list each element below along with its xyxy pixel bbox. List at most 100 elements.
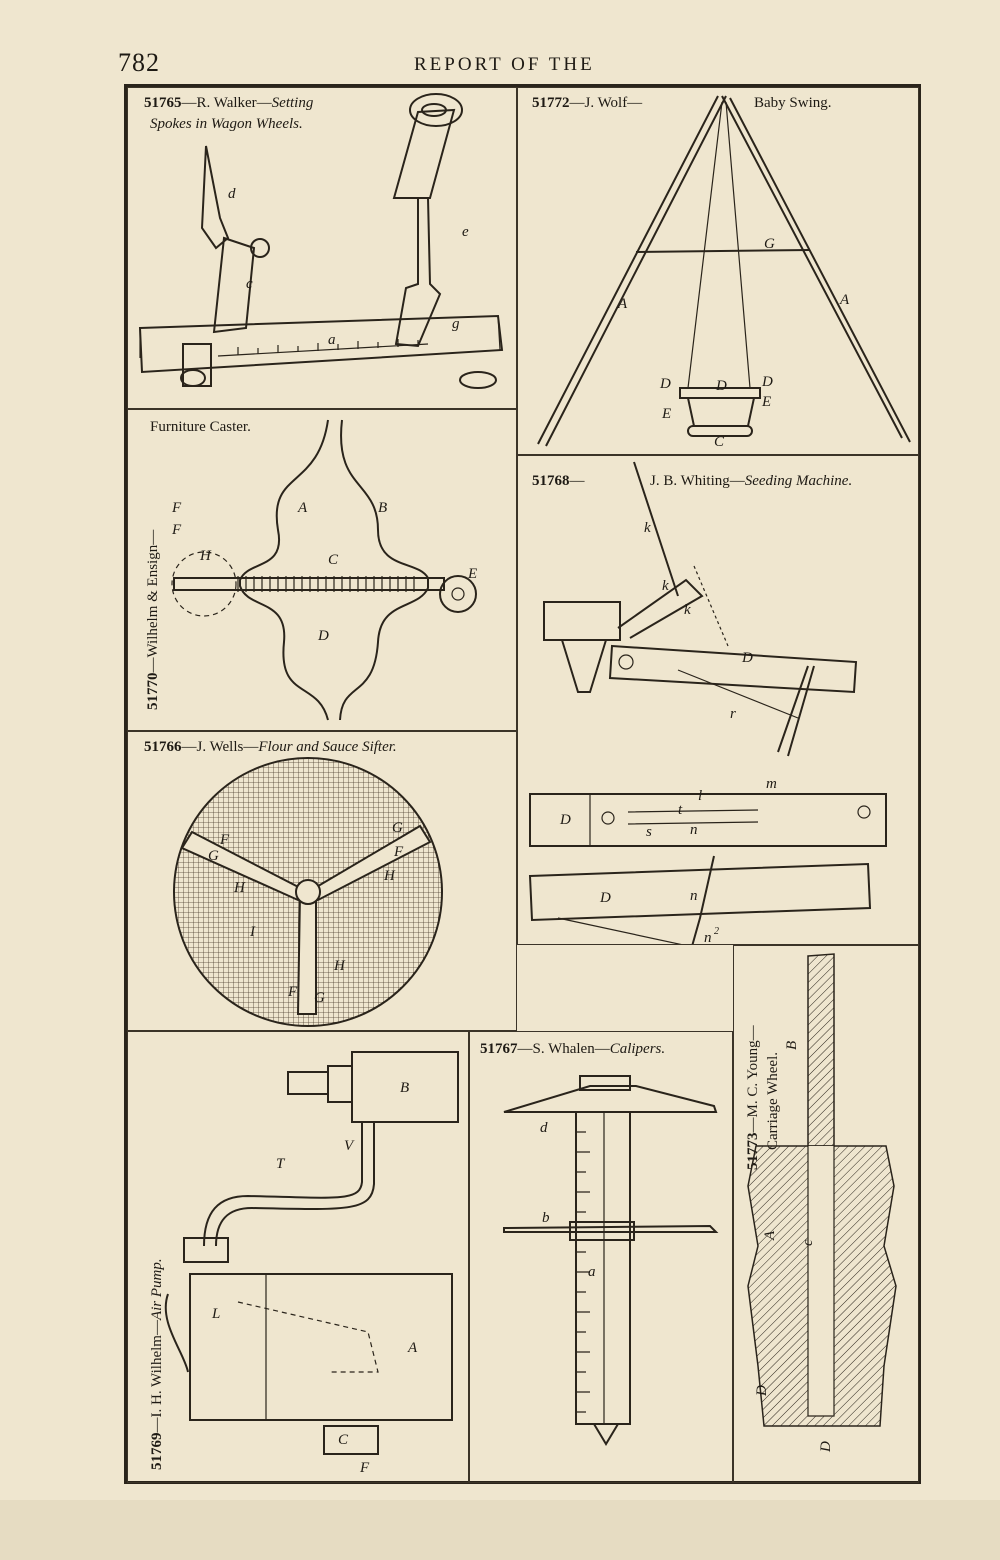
label-E-left: E [661, 406, 671, 422]
label-F-left: F [219, 832, 230, 848]
label-F-1: F [171, 500, 182, 516]
panel-wilhelm-air-pump: 51769—I. H. Wilhelm—Air Pump. B T V L A … [127, 1031, 469, 1483]
caption-whalen: 51767—S. Whalen—Calipers. [480, 1040, 665, 1059]
label-E: E [467, 566, 477, 582]
caster-drawing: A B C D E F F H [171, 419, 477, 721]
page-header: 782 REPORT OF THE [0, 44, 1000, 84]
patent-number: 51768 [532, 473, 570, 489]
label-G-right: G [392, 820, 403, 836]
title: Furniture Caster. [150, 419, 251, 435]
wolf-drawing: G A A D D D E E C [537, 95, 911, 450]
label-k-2: k [644, 520, 651, 536]
title-continued: Spokes in Wagon Wheels. [150, 116, 303, 132]
title: Calipers. [609, 1041, 666, 1057]
inventor: —J. Wells— [181, 739, 259, 755]
inventor: J. B. Whiting— [650, 473, 745, 489]
panel-whiting-seeding-machine: 51768— J. B. Whiting—Seeding Machine. k … [517, 455, 919, 945]
patent-number: 51766 [144, 739, 182, 755]
caption-walker-line2: Spokes in Wagon Wheels. [150, 115, 303, 134]
panel-whalen-calipers: 51767—S. Whalen—Calipers. d b a [469, 1031, 733, 1483]
label-A-left: A [617, 296, 628, 312]
label-n-bottom: n [690, 888, 698, 904]
label-D-top: D [741, 650, 753, 666]
patent-number: 51767 [480, 1041, 518, 1057]
label-b: b [542, 1210, 550, 1226]
label-C: C [328, 552, 339, 568]
label-A: A [407, 1340, 418, 1356]
label-l: l [698, 788, 702, 804]
panel-wells-flour-sifter: 51766—J. Wells—Flour and Sauce Sifter. F… [127, 731, 517, 1031]
label-T: T [276, 1156, 286, 1172]
label-k-1: k [662, 578, 669, 594]
label-B: B [400, 1080, 409, 1096]
label-B: B [378, 500, 387, 516]
label-k: k [684, 602, 691, 618]
label-F-2: F [171, 522, 182, 538]
caption-caster-title: Furniture Caster. [150, 418, 251, 437]
label-A: A [762, 1230, 778, 1241]
walker-drawing: d c e g a [138, 93, 504, 389]
label-d: d [540, 1120, 548, 1136]
label-r: r [730, 706, 736, 722]
title: Baby Swing. [754, 95, 832, 111]
label-n-mid: n [690, 822, 698, 838]
whalen-drawing: d b a [503, 1075, 719, 1446]
label-c: c [800, 1239, 816, 1246]
label-C: C [714, 434, 725, 450]
inventor: —R. Walker— [181, 95, 272, 111]
label-c: c [246, 276, 253, 292]
label-D-mid: D [715, 378, 727, 394]
label-B: B [784, 1041, 800, 1050]
label-s: s [646, 824, 652, 840]
label-V: V [344, 1138, 355, 1154]
wilhelm-drawing: B T V L A C F [164, 1051, 459, 1476]
page-margin [0, 1500, 1000, 1560]
title: Flour and Sauce Sifter. [258, 739, 397, 755]
caption-wolf-title: Baby Swing. [754, 94, 832, 113]
label-H-left: H [233, 880, 246, 896]
label-H: H [199, 548, 212, 564]
label-D: D [317, 628, 329, 644]
label-G: G [764, 236, 775, 252]
label-F-bottom: F [287, 984, 298, 1000]
patent-number: 51772 [532, 95, 570, 111]
label-E-right: E [761, 394, 771, 410]
caption-walker: 51765—R. Walker—Setting [144, 94, 313, 113]
label-D-bottom: D [599, 890, 611, 906]
label-d: d [228, 186, 236, 202]
caption-whiting: 51768— [532, 472, 585, 491]
caption-wells: 51766—J. Wells—Flour and Sauce Sifter. [144, 738, 397, 757]
label-e: e [462, 224, 469, 240]
label-t: t [678, 802, 683, 818]
title: Seeding Machine. [744, 473, 853, 489]
label-F: F [359, 1460, 370, 1476]
label-g: g [452, 316, 460, 332]
panel-wolf-baby-swing: 51772—J. Wolf— Baby Swing. G A A D D D E… [517, 87, 919, 455]
label-A-right: A [839, 292, 850, 308]
page-number: 782 [118, 48, 160, 77]
label-a: a [588, 1264, 596, 1280]
inventor: —S. Whalen— [517, 1041, 610, 1057]
label-D-left: D [659, 376, 671, 392]
separator: — [569, 473, 585, 489]
caption-wolf: 51772—J. Wolf— [532, 94, 642, 113]
panel-furniture-caster: Furniture Caster. 51770—Wilhelm & Ensign… [127, 409, 517, 731]
label-D-mid: D [559, 812, 571, 828]
label-D-top: D [754, 1385, 770, 1397]
label-H-right: H [383, 868, 396, 884]
panel-walker-spokes: 51765—R. Walker—Setting Spokes in Wagon … [127, 87, 517, 409]
label-A: A [297, 500, 308, 516]
label-m: m [766, 776, 777, 792]
label-L: L [211, 1306, 220, 1322]
panel-young-carriage-wheel: 51773—M. C. Young— Carriage Wheel. B A c… [733, 945, 919, 1483]
label-superscript-2: 2 [714, 926, 719, 937]
label-a: a [328, 332, 336, 348]
label-G-left: G [208, 848, 219, 864]
caption-whiting-title: J. B. Whiting—Seeding Machine. [650, 472, 852, 491]
label-D-bottom: D [818, 1441, 834, 1453]
whiting-drawing: k k k D r m l D t s n D n n 2 [528, 461, 887, 944]
title: Setting [271, 95, 314, 111]
label-H-bottom: H [333, 958, 346, 974]
inventor: —J. Wolf— [569, 95, 643, 111]
plate-frame: 51765—R. Walker—Setting Spokes in Wagon … [124, 84, 921, 1484]
